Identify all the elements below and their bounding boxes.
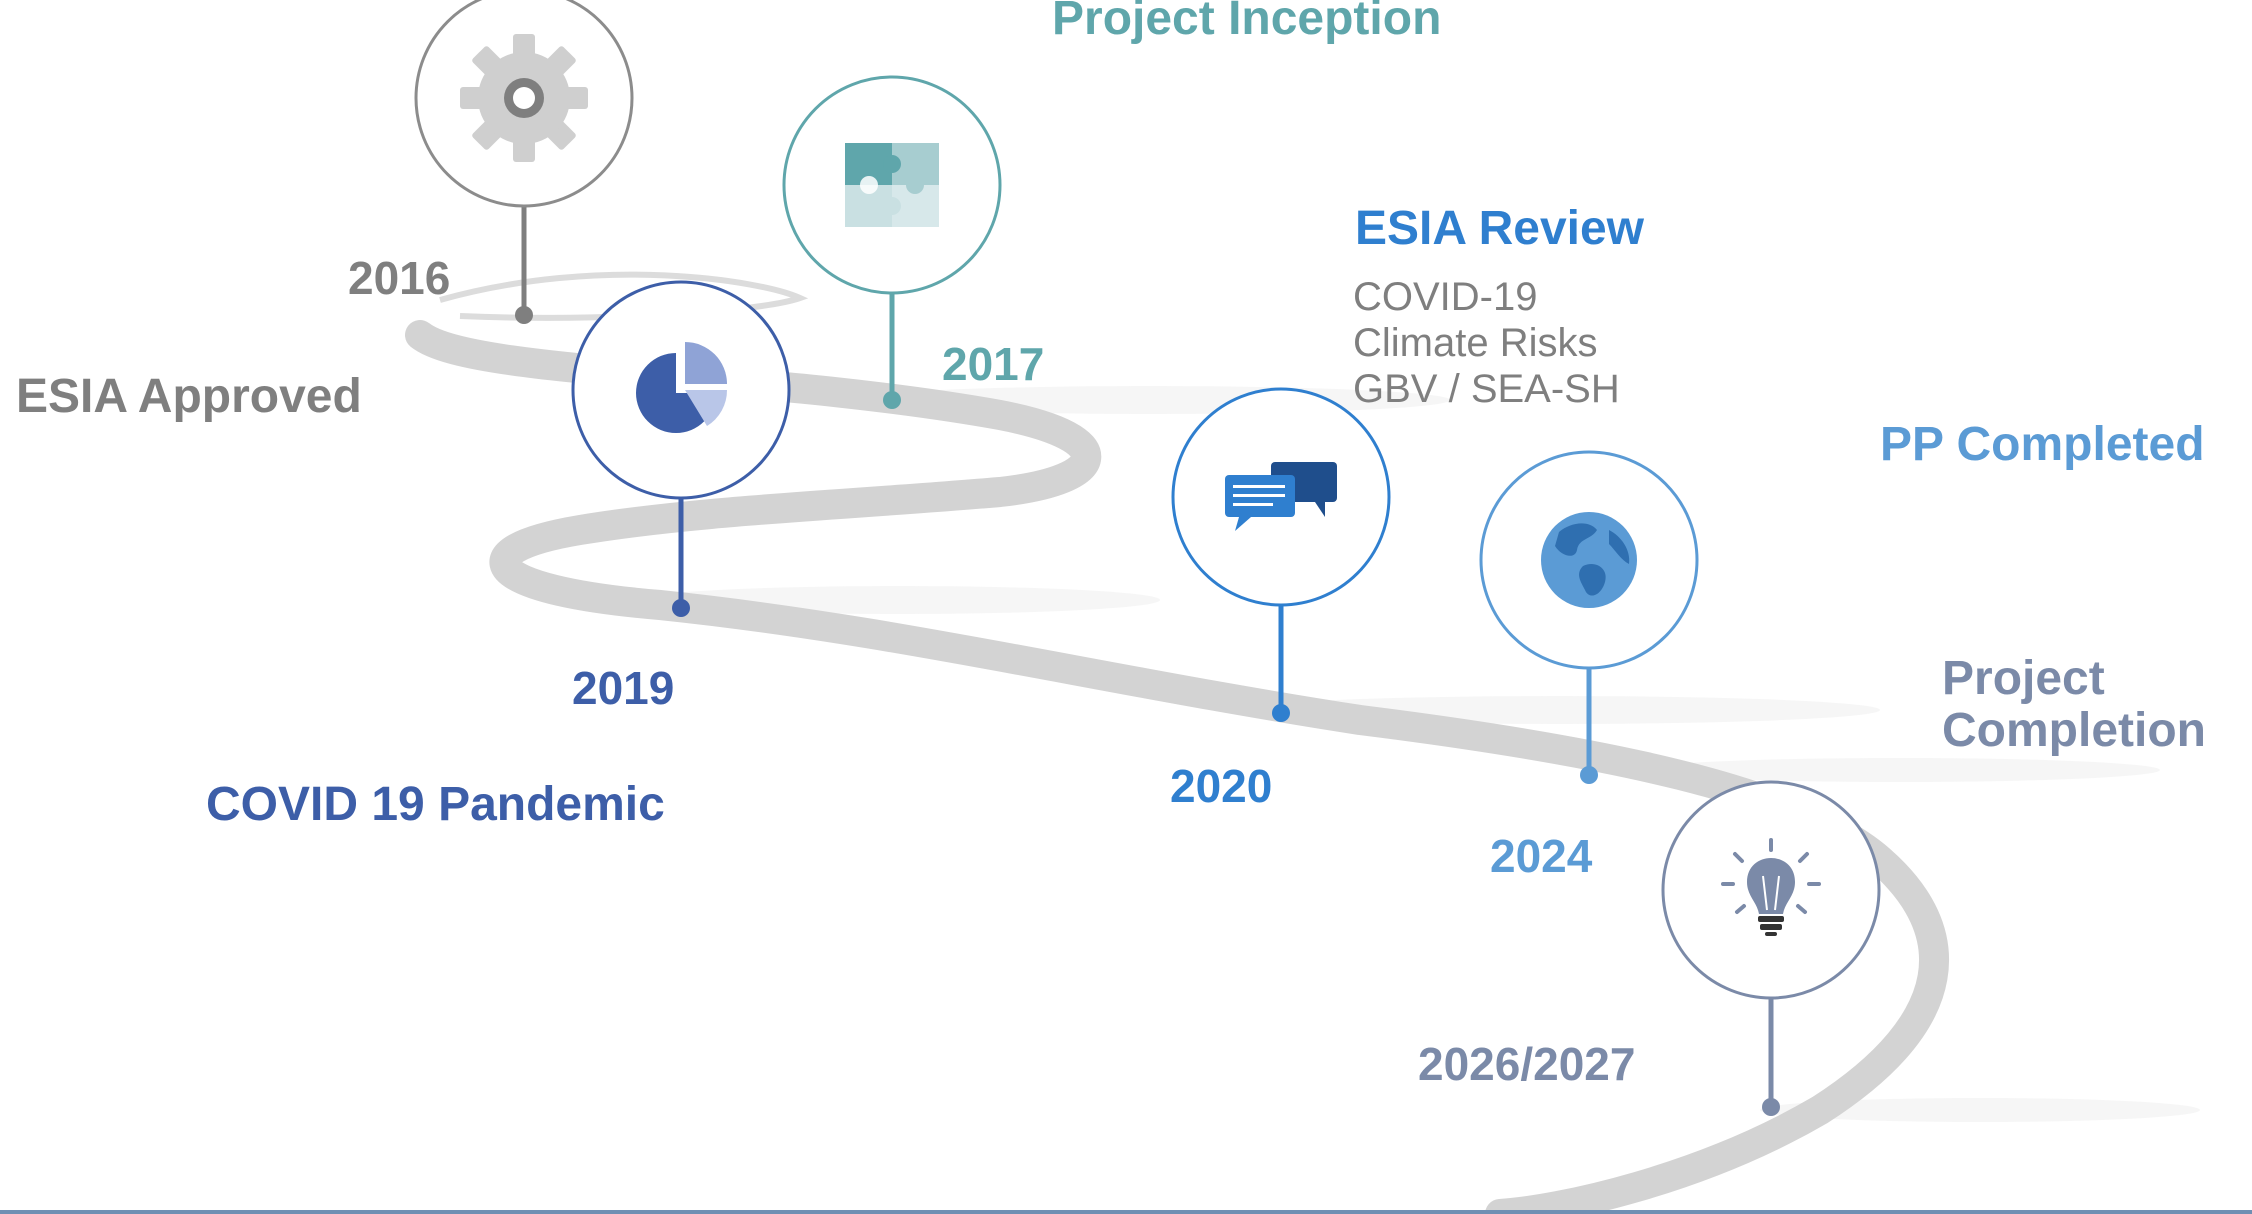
milestone-title-2017: Project Inception (1052, 0, 1442, 45)
lightbulb-icon (1721, 838, 1821, 936)
milestone-title-2020: ESIA Review (1355, 202, 1645, 255)
milestone-title-2026-2027-line-1: Project (1942, 652, 2105, 705)
milestone-year-2026-2027: 2026/2027 (1418, 1038, 1636, 1090)
esia-review-detail-3: GBV / SEA-SH (1353, 367, 1620, 411)
gear-icon (460, 34, 588, 162)
milestone-year-2019: 2019 (572, 662, 675, 714)
milestone-year-2024: 2024 (1490, 830, 1593, 882)
road-ribbon (439, 271, 809, 321)
milestone-2019-circle (571, 280, 791, 500)
pie-chart-icon (636, 342, 728, 433)
milestone-title-2016: ESIA Approved (16, 370, 362, 423)
esia-review-detail-2: Climate Risks (1353, 321, 1598, 365)
milestone-2017-marker (782, 75, 1002, 409)
pin-dot (883, 391, 901, 409)
pin-dot (515, 306, 533, 324)
pin-dot (672, 599, 690, 617)
pin-dot (1580, 766, 1598, 784)
pin-dot (1272, 704, 1290, 722)
milestone-2020-marker (1171, 387, 1391, 722)
milestone-2019-marker (571, 280, 791, 617)
milestone-title-2026-2027-line-2: Completion (1942, 704, 2206, 757)
milestone-title-2019: COVID 19 Pandemic (206, 778, 665, 831)
esia-review-detail-1: COVID-19 (1353, 275, 1538, 319)
chat-bubbles-icon (1225, 462, 1337, 531)
milestone-2024-marker (1479, 450, 1699, 784)
puzzle-icon (845, 143, 939, 227)
milestone-year-2020: 2020 (1170, 760, 1273, 812)
globe-icon (1541, 512, 1637, 608)
milestone-2016-marker (414, 0, 634, 324)
winding-road (405, 320, 1949, 1214)
bottom-rule (0, 1210, 2252, 1214)
milestone-title-2024: PP Completed (1880, 418, 2205, 471)
milestone-year-2017: 2017 (942, 338, 1045, 390)
milestone-year-2016: 2016 (348, 252, 451, 304)
milestone-2026-2027-marker (1661, 780, 1881, 1116)
pin-dot (1762, 1098, 1780, 1116)
